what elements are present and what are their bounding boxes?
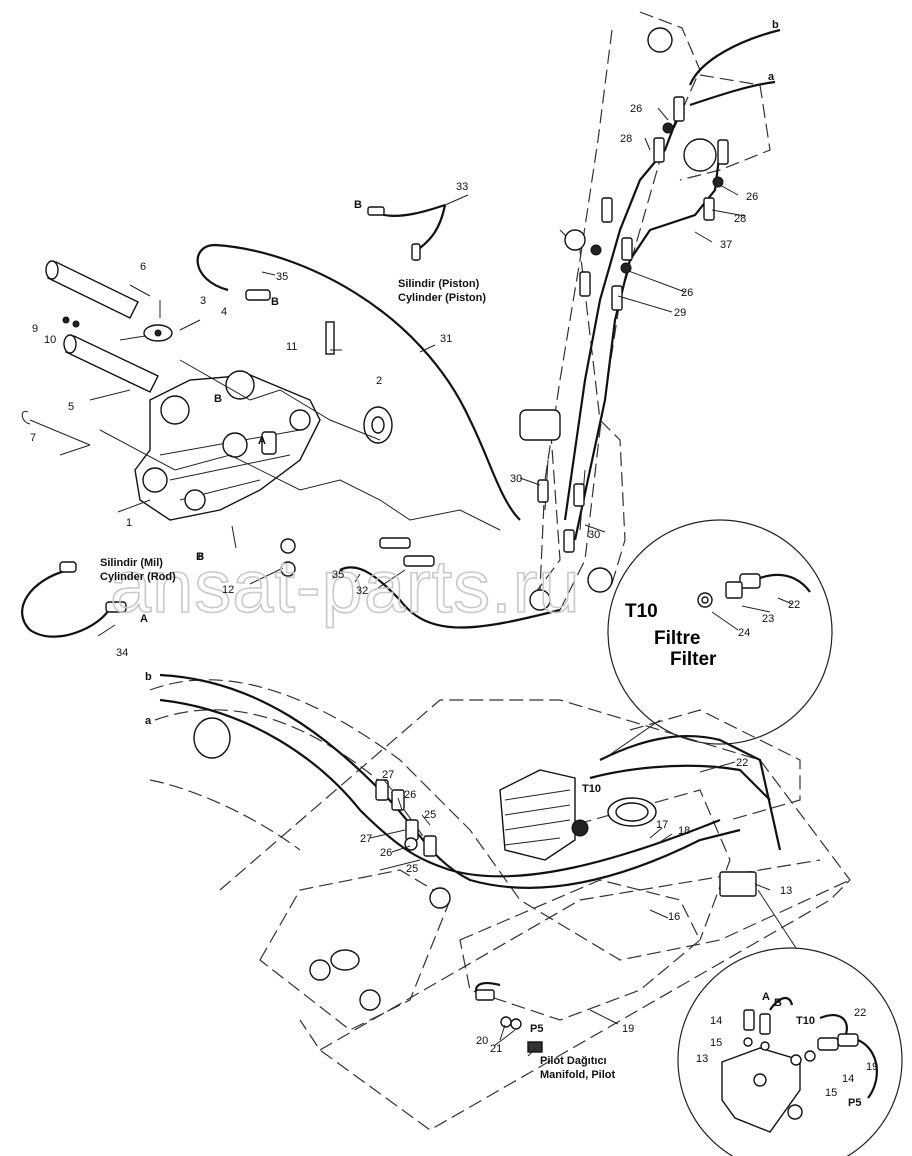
callout-32: 32 [356,585,368,597]
label-cylinder-piston-en: Cylinder (Piston) [398,292,486,304]
callout-22-detail: 22 [854,1007,866,1019]
mark-B-coupler: B [214,393,222,405]
main-frame [149,679,851,1131]
callout-6: 6 [140,261,146,273]
callout-34: 34 [116,647,128,659]
callout-28-b: 28 [734,213,746,225]
callout-37: 37 [720,239,732,251]
callout-25-frame: 25 [406,863,418,875]
callout-15: 15 [710,1037,722,1049]
label-cylinder-rod-tr: Silindir (Mil) [100,557,163,569]
callout-23: 23 [762,613,774,625]
mark-B-lower: B [196,551,204,563]
callout-27: 27 [382,769,394,781]
label-manifold-en: Manifold, Pilot [540,1069,615,1081]
mark-B-hose33: B [354,199,362,211]
callout-30: 30 [510,473,522,485]
callout-22-frame: 22 [736,757,748,769]
label-filter-en: Filter [670,649,717,670]
mark-B-hose35: B [271,296,279,308]
mark-P5-frame: P5 [530,1023,543,1035]
label-cylinder-piston-tr: Silindir (Piston) [398,278,480,290]
callout-27-b: 27 [360,833,372,845]
callout-20: 20 [476,1035,488,1047]
callout-5: 5 [68,401,74,413]
callout-30-b: 30 [588,529,600,541]
callout-9: 9 [32,323,38,335]
label-cylinder-rod-en: Cylinder (Rod) [100,571,176,583]
mark-A-hose: A [140,613,148,625]
watermark: ansat-parts.ru [110,545,581,628]
callout-22: 22 [788,599,800,611]
callout-29: 29 [674,307,686,319]
control-valve [499,769,589,861]
callout-8: 8 [198,551,204,563]
callout-13-detail: 13 [696,1053,708,1065]
callout-19: 19 [622,1023,634,1035]
callout-16: 16 [668,911,680,923]
callout-28: 28 [620,133,632,145]
callout-4: 4 [221,306,227,318]
callout-13: 13 [780,885,792,897]
callout-25: 25 [424,809,436,821]
label-filter-code: T10 [625,601,658,622]
boom-fittings [537,96,729,553]
callout-35-b: 35 [332,569,344,581]
callout-33: 33 [456,181,468,193]
letter-marks: a a b b A A A B B B B B T10 T10 P5 P5 [140,19,861,1109]
mark-a-boom: a [768,71,775,83]
callout-12: 12 [222,584,234,596]
callout-31: 31 [440,333,452,345]
callout-numbers: 1 2 3 4 5 6 7 8 9 10 11 12 13 13 14 14 1… [30,103,878,1099]
mark-T10-frame: T10 [582,783,601,795]
callout-26-d: 26 [404,789,416,801]
frame-hoses [159,673,782,1053]
callout-35: 35 [276,271,288,283]
callout-11: 11 [286,341,297,353]
mark-a-frame: a [145,715,152,727]
callout-26-a: 26 [630,103,642,115]
mark-b-frame: b [145,671,152,683]
mark-P5-detail: P5 [848,1097,861,1109]
leader-lines [59,107,746,637]
mark-A-coupler: A [258,435,266,447]
callout-15-detail: 15 [825,1087,837,1099]
callout-26-e: 26 [380,847,392,859]
mark-T10-detail: T10 [796,1015,815,1027]
pins [21,260,393,577]
mark-B-detail: B [774,997,782,1009]
text-labels: Silindir (Piston) Cylinder (Piston) Sili… [100,278,717,1081]
boom-arm-outline [519,11,771,611]
callout-26-b: 26 [746,191,758,203]
callout-17: 17 [656,819,668,831]
callout-14-detail: 14 [842,1073,854,1085]
loose-hoses [21,203,561,638]
callout-19-detail: 19 [866,1061,878,1073]
callout-1: 1 [126,517,132,529]
mark-b-boom: b [772,19,779,31]
callout-18: 18 [678,825,690,837]
callout-2: 2 [376,375,382,387]
label-manifold-tr: Pilot Dağıtıcı [540,1055,607,1067]
manifold-detail-callout [677,889,903,1156]
lower-leader-lines [369,761,771,1057]
quick-coupler [134,370,321,521]
label-filter-tr: Filtre [654,628,700,649]
mark-A-detail: A [762,991,770,1003]
callout-7: 7 [30,432,36,444]
callout-26-c: 26 [681,287,693,299]
filter-detail-callout [604,519,833,759]
callout-21: 21 [490,1043,502,1055]
callout-3: 3 [200,295,206,307]
callout-14: 14 [710,1015,722,1027]
callout-24: 24 [738,627,750,639]
callout-10: 10 [44,334,56,346]
